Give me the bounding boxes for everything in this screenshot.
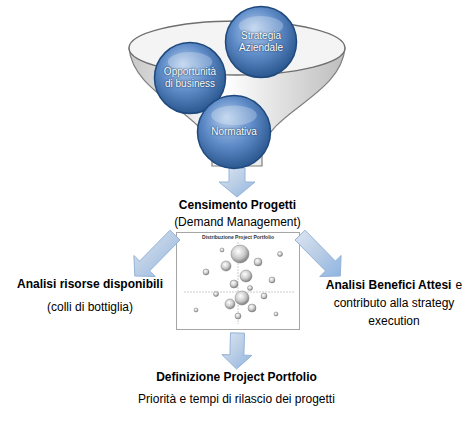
block-arrow bbox=[134, 230, 180, 276]
chart-title: Distribuzione Project Portfolio bbox=[176, 234, 300, 240]
sphere-text: Strategia Aziendale bbox=[233, 30, 289, 54]
sphere-text: Normativa bbox=[211, 126, 257, 138]
sphere-label: Normativa bbox=[196, 94, 272, 170]
step-heading: Analisi Benefici Attesi bbox=[326, 278, 452, 292]
result-step: Definizione Project PortfolioPriorità e … bbox=[60, 369, 413, 407]
input-sphere: Strategia Aziendale bbox=[224, 5, 298, 79]
step-heading: Analisi risorse disponibili bbox=[10, 276, 170, 292]
step-heading: Definizione Project Portfolio bbox=[60, 369, 413, 385]
funnel-output-arrow bbox=[219, 168, 255, 197]
input-sphere: Normativa bbox=[196, 94, 272, 170]
analysis-text: Analisi Benefici Attesie contributo alla… bbox=[315, 276, 473, 330]
chart-bubbles bbox=[194, 245, 283, 319]
bubble-chart-thumbnail bbox=[176, 232, 300, 330]
block-arrow bbox=[295, 230, 341, 276]
sphere-label: Strategia Aziendale bbox=[224, 5, 298, 79]
step-heading: Censimento Progetti bbox=[160, 197, 315, 213]
analysis-step: Analisi Benefici Attesie contributo alla… bbox=[315, 276, 473, 330]
block-arrow bbox=[222, 333, 252, 369]
analysis-step: Analisi risorse disponibili (colli di bot… bbox=[10, 276, 170, 315]
step-description: (Demand Management) bbox=[160, 214, 315, 230]
step-description: (colli di bottiglia) bbox=[10, 299, 170, 315]
process-step: Censimento Progetti(Demand Management) bbox=[160, 197, 315, 333]
step-description: Priorità e tempi di rilascio dei progett… bbox=[60, 391, 413, 407]
sphere-text: Opportunità di business bbox=[162, 66, 218, 90]
chart-frame bbox=[177, 233, 300, 330]
